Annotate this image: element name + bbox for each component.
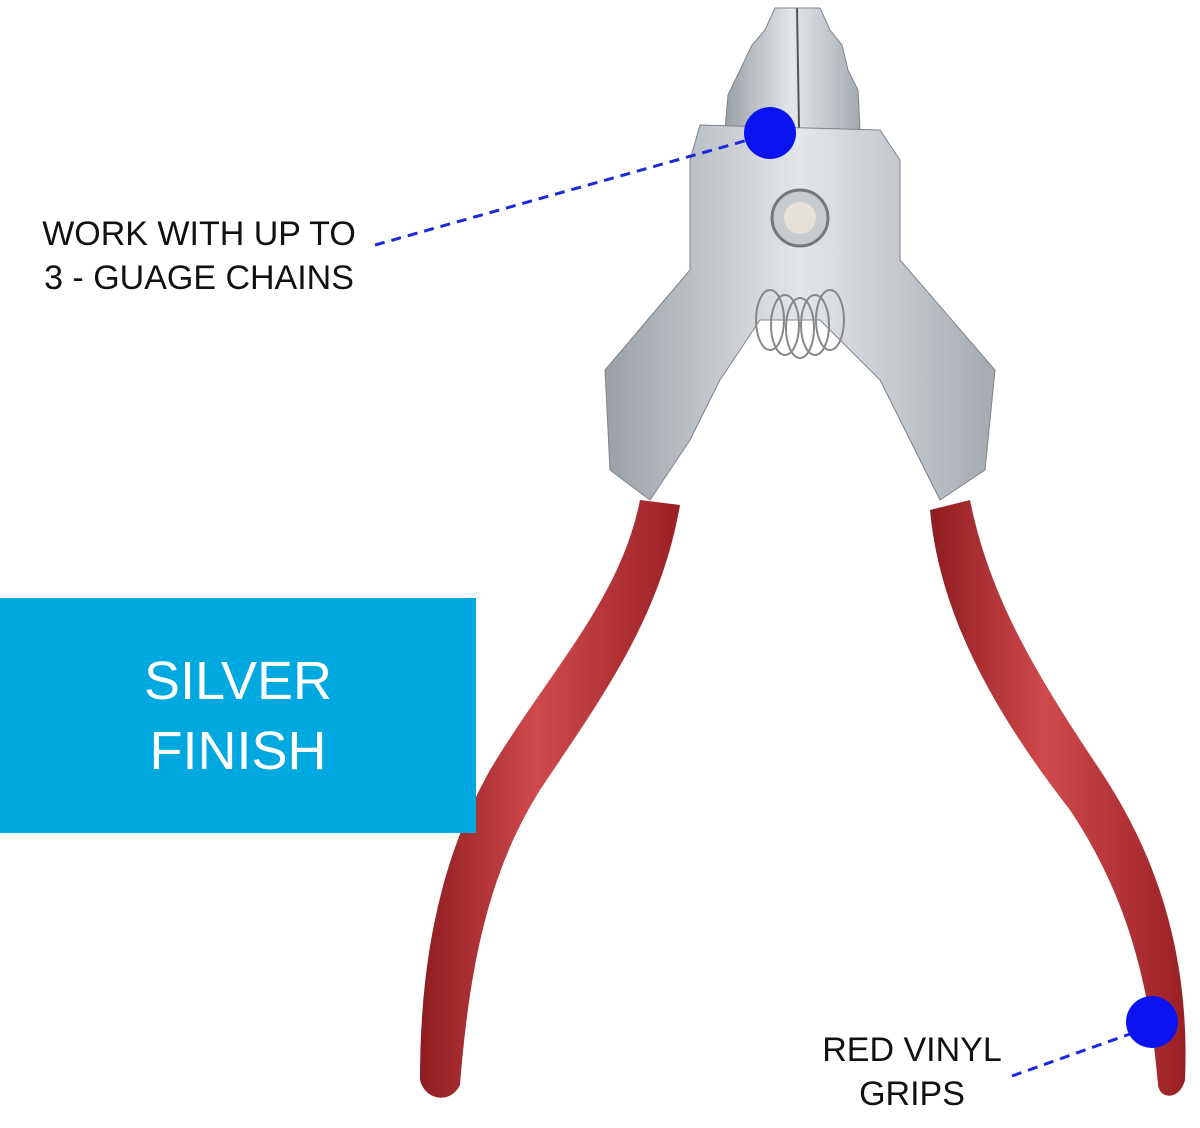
banner-line1: SILVER [143, 650, 333, 711]
callout-line-chains [374, 138, 749, 247]
pliers-jaw-tip [724, 7, 861, 131]
callout-marker-chains [744, 107, 796, 159]
callout-chains-text: WORK WITH UP TO 3 - GUAGE CHAINS [24, 212, 374, 300]
pivot-rivet-center [784, 202, 816, 234]
banner-line2: FINISH [149, 720, 327, 781]
callout-grips-text: RED VINYL GRIPS [806, 1028, 1018, 1116]
right-grip [930, 500, 1186, 1096]
spring [755, 289, 845, 359]
pliers-head [604, 124, 996, 501]
silver-finish-banner: SILVER FINISH [0, 598, 476, 833]
callout-marker-grips [1126, 996, 1178, 1048]
callout-chains-line2: 3 - GUAGE CHAINS [44, 259, 354, 297]
callout-grips-line1: RED VINYL [822, 1031, 1002, 1069]
callout-line-grips [1011, 1032, 1131, 1078]
callout-grips-line2: GRIPS [859, 1075, 965, 1113]
left-grip [420, 500, 680, 1098]
callout-chains-line1: WORK WITH UP TO [42, 215, 356, 253]
